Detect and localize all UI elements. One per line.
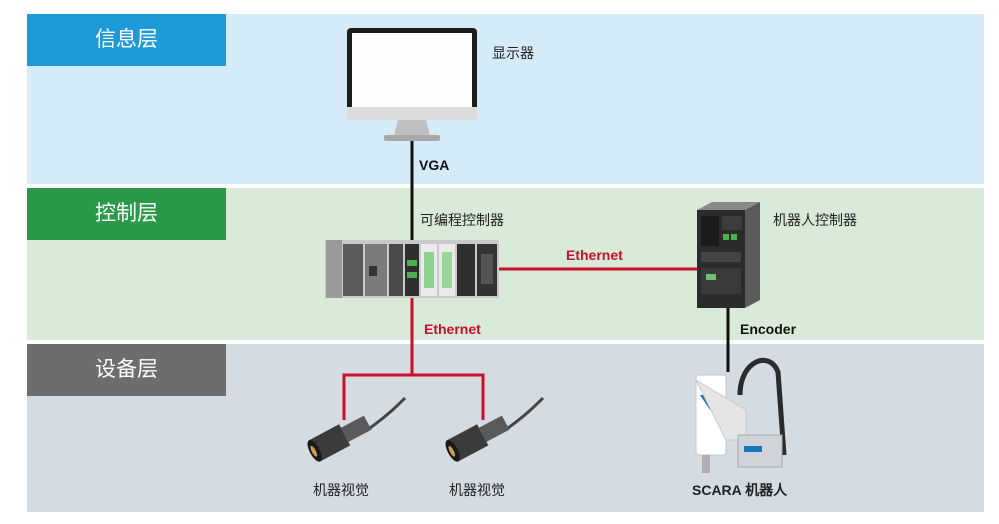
display-label: 显示器: [492, 45, 534, 61]
camera-icon-1: [307, 396, 407, 462]
camera-1-label: 机器视觉: [313, 482, 369, 498]
robot-controller-icon: [697, 202, 760, 308]
plc-label: 可编程控制器: [420, 212, 504, 228]
monitor-icon: [347, 28, 477, 141]
robot-controller-label: 机器人控制器: [773, 212, 857, 228]
ethernet-device-link-label: Ethernet: [424, 321, 481, 337]
ethernet-cable-camera-2: [412, 373, 485, 420]
encoder-link-label: Encoder: [740, 321, 797, 337]
ethernet-cable-cameras: [342, 298, 414, 420]
vga-link-label: VGA: [419, 157, 450, 173]
info-layer-tag: 信息层: [27, 14, 226, 66]
camera-2-label: 机器视觉: [449, 482, 505, 498]
plc-icon: [325, 240, 499, 298]
ethernet-control-link-label: Ethernet: [566, 247, 623, 263]
scara-robot-icon: [694, 358, 787, 473]
scara-label: SCARA 机器人: [692, 482, 788, 498]
camera-icon-2: [445, 396, 545, 462]
control-layer-tag: 控制层: [27, 188, 226, 240]
device-layer-tag: 设备层: [27, 344, 226, 396]
